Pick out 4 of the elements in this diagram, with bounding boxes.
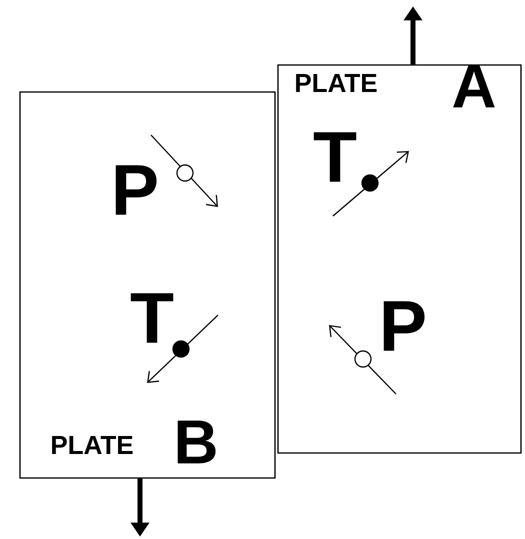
symbol-letter: T [314,132,356,182]
symbol-letter: T [130,293,174,343]
symbol-letter: P [384,301,425,351]
symbol-letter: P [116,165,157,215]
